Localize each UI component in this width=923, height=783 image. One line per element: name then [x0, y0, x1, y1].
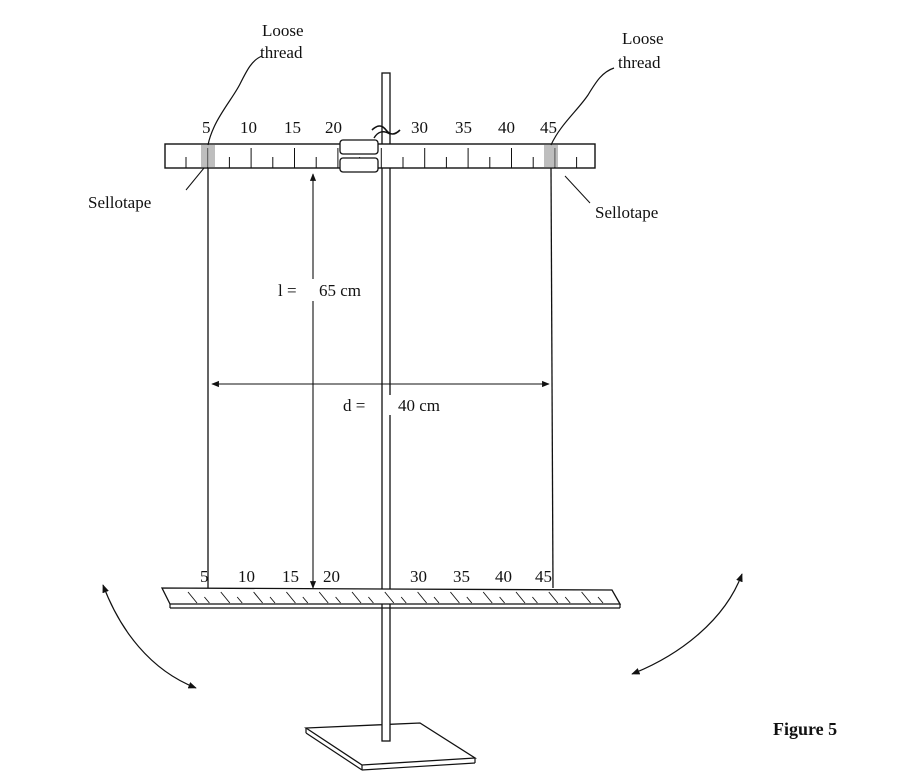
top-scale-labels: 5 10 15 20 30 35 40 45	[202, 118, 557, 137]
bottom-scale-label: 15	[282, 567, 299, 586]
bottom-rule-tick	[302, 596, 309, 604]
top-scale-label: 15	[284, 118, 301, 137]
bottom-scale-label: 20	[323, 567, 340, 586]
bottom-rule-tick	[597, 596, 604, 604]
bottom-rule-tick	[253, 591, 263, 604]
clamp	[339, 125, 401, 173]
left-loose-thread	[207, 55, 263, 146]
bottom-rule-tick	[433, 596, 440, 604]
top-metre-rule	[164, 143, 596, 169]
bottom-rule-tick	[351, 591, 362, 604]
annotations: Loose thread Loose thread Sellotape Sell…	[88, 21, 837, 739]
left-rotation-arrow	[102, 584, 197, 689]
bottom-rule-tick	[236, 596, 243, 604]
left-sellotape	[201, 145, 215, 167]
distance-value: 40 cm	[398, 396, 440, 415]
left-loose-thread-label-line2: thread	[260, 43, 303, 62]
length-value: 65 cm	[319, 281, 361, 300]
bottom-rule-tick	[548, 591, 559, 604]
bottom-scale-labels: 5 10 15 20 30 35 40 45	[200, 567, 552, 586]
bottom-rule-tick	[581, 591, 591, 604]
bottom-scale-label: 10	[238, 567, 255, 586]
threads	[185, 55, 615, 589]
bottom-rule-tick	[335, 596, 341, 604]
bottom-scale-label: 30	[410, 567, 427, 586]
top-scale-label: 20	[325, 118, 342, 137]
bottom-rule-tick	[499, 596, 505, 604]
bottom-rule-tick	[220, 591, 231, 604]
bottom-rule-tick	[515, 591, 526, 604]
right-loose-thread-label-line1: Loose	[622, 29, 664, 48]
bottom-scale-label: 45	[535, 567, 552, 586]
bottom-rule-tick	[450, 591, 460, 604]
bottom-rule-tick	[269, 596, 276, 604]
bottom-rule-tick	[482, 591, 493, 604]
left-loose-thread-label-line1: Loose	[262, 21, 304, 40]
bottom-rule-tick	[318, 591, 329, 604]
top-scale-label: 10	[240, 118, 257, 137]
right-sellotape-label: Sellotape	[595, 203, 658, 222]
top-scale-label: 40	[498, 118, 515, 137]
bottom-rule-tick	[400, 596, 407, 604]
right-loose-thread-label-line2: thread	[618, 53, 661, 72]
distance-label: d =	[343, 396, 365, 415]
bottom-scale-label: 40	[495, 567, 512, 586]
bottom-rule-tick	[204, 596, 210, 604]
bottom-rule-tick	[532, 596, 538, 604]
bottom-rule-tick	[564, 596, 571, 604]
bottom-rule-tick	[368, 596, 374, 604]
right-thread	[550, 167, 554, 589]
bottom-scale-label: 35	[453, 567, 470, 586]
right-rotation-arrow	[631, 573, 743, 675]
left-sellotape-label: Sellotape	[88, 193, 151, 212]
bottom-rule-tick	[417, 591, 427, 604]
bottom-rule-tick	[384, 591, 395, 604]
top-scale-label: 35	[455, 118, 472, 137]
top-scale-label: 5	[202, 118, 211, 137]
oscillation-arrows	[102, 573, 743, 689]
bottom-metre-rule	[160, 587, 622, 609]
top-scale-label: 30	[411, 118, 428, 137]
bottom-rule-tick	[466, 596, 473, 604]
bottom-rule-tick	[286, 591, 296, 604]
right-loose-thread	[550, 67, 615, 146]
top-scale-label: 45	[540, 118, 557, 137]
length-label: l =	[278, 281, 297, 300]
bottom-scale-label: 5	[200, 567, 209, 586]
measurements	[211, 173, 550, 589]
figure-caption: Figure 5	[773, 719, 837, 739]
right-sellotape	[544, 145, 558, 167]
